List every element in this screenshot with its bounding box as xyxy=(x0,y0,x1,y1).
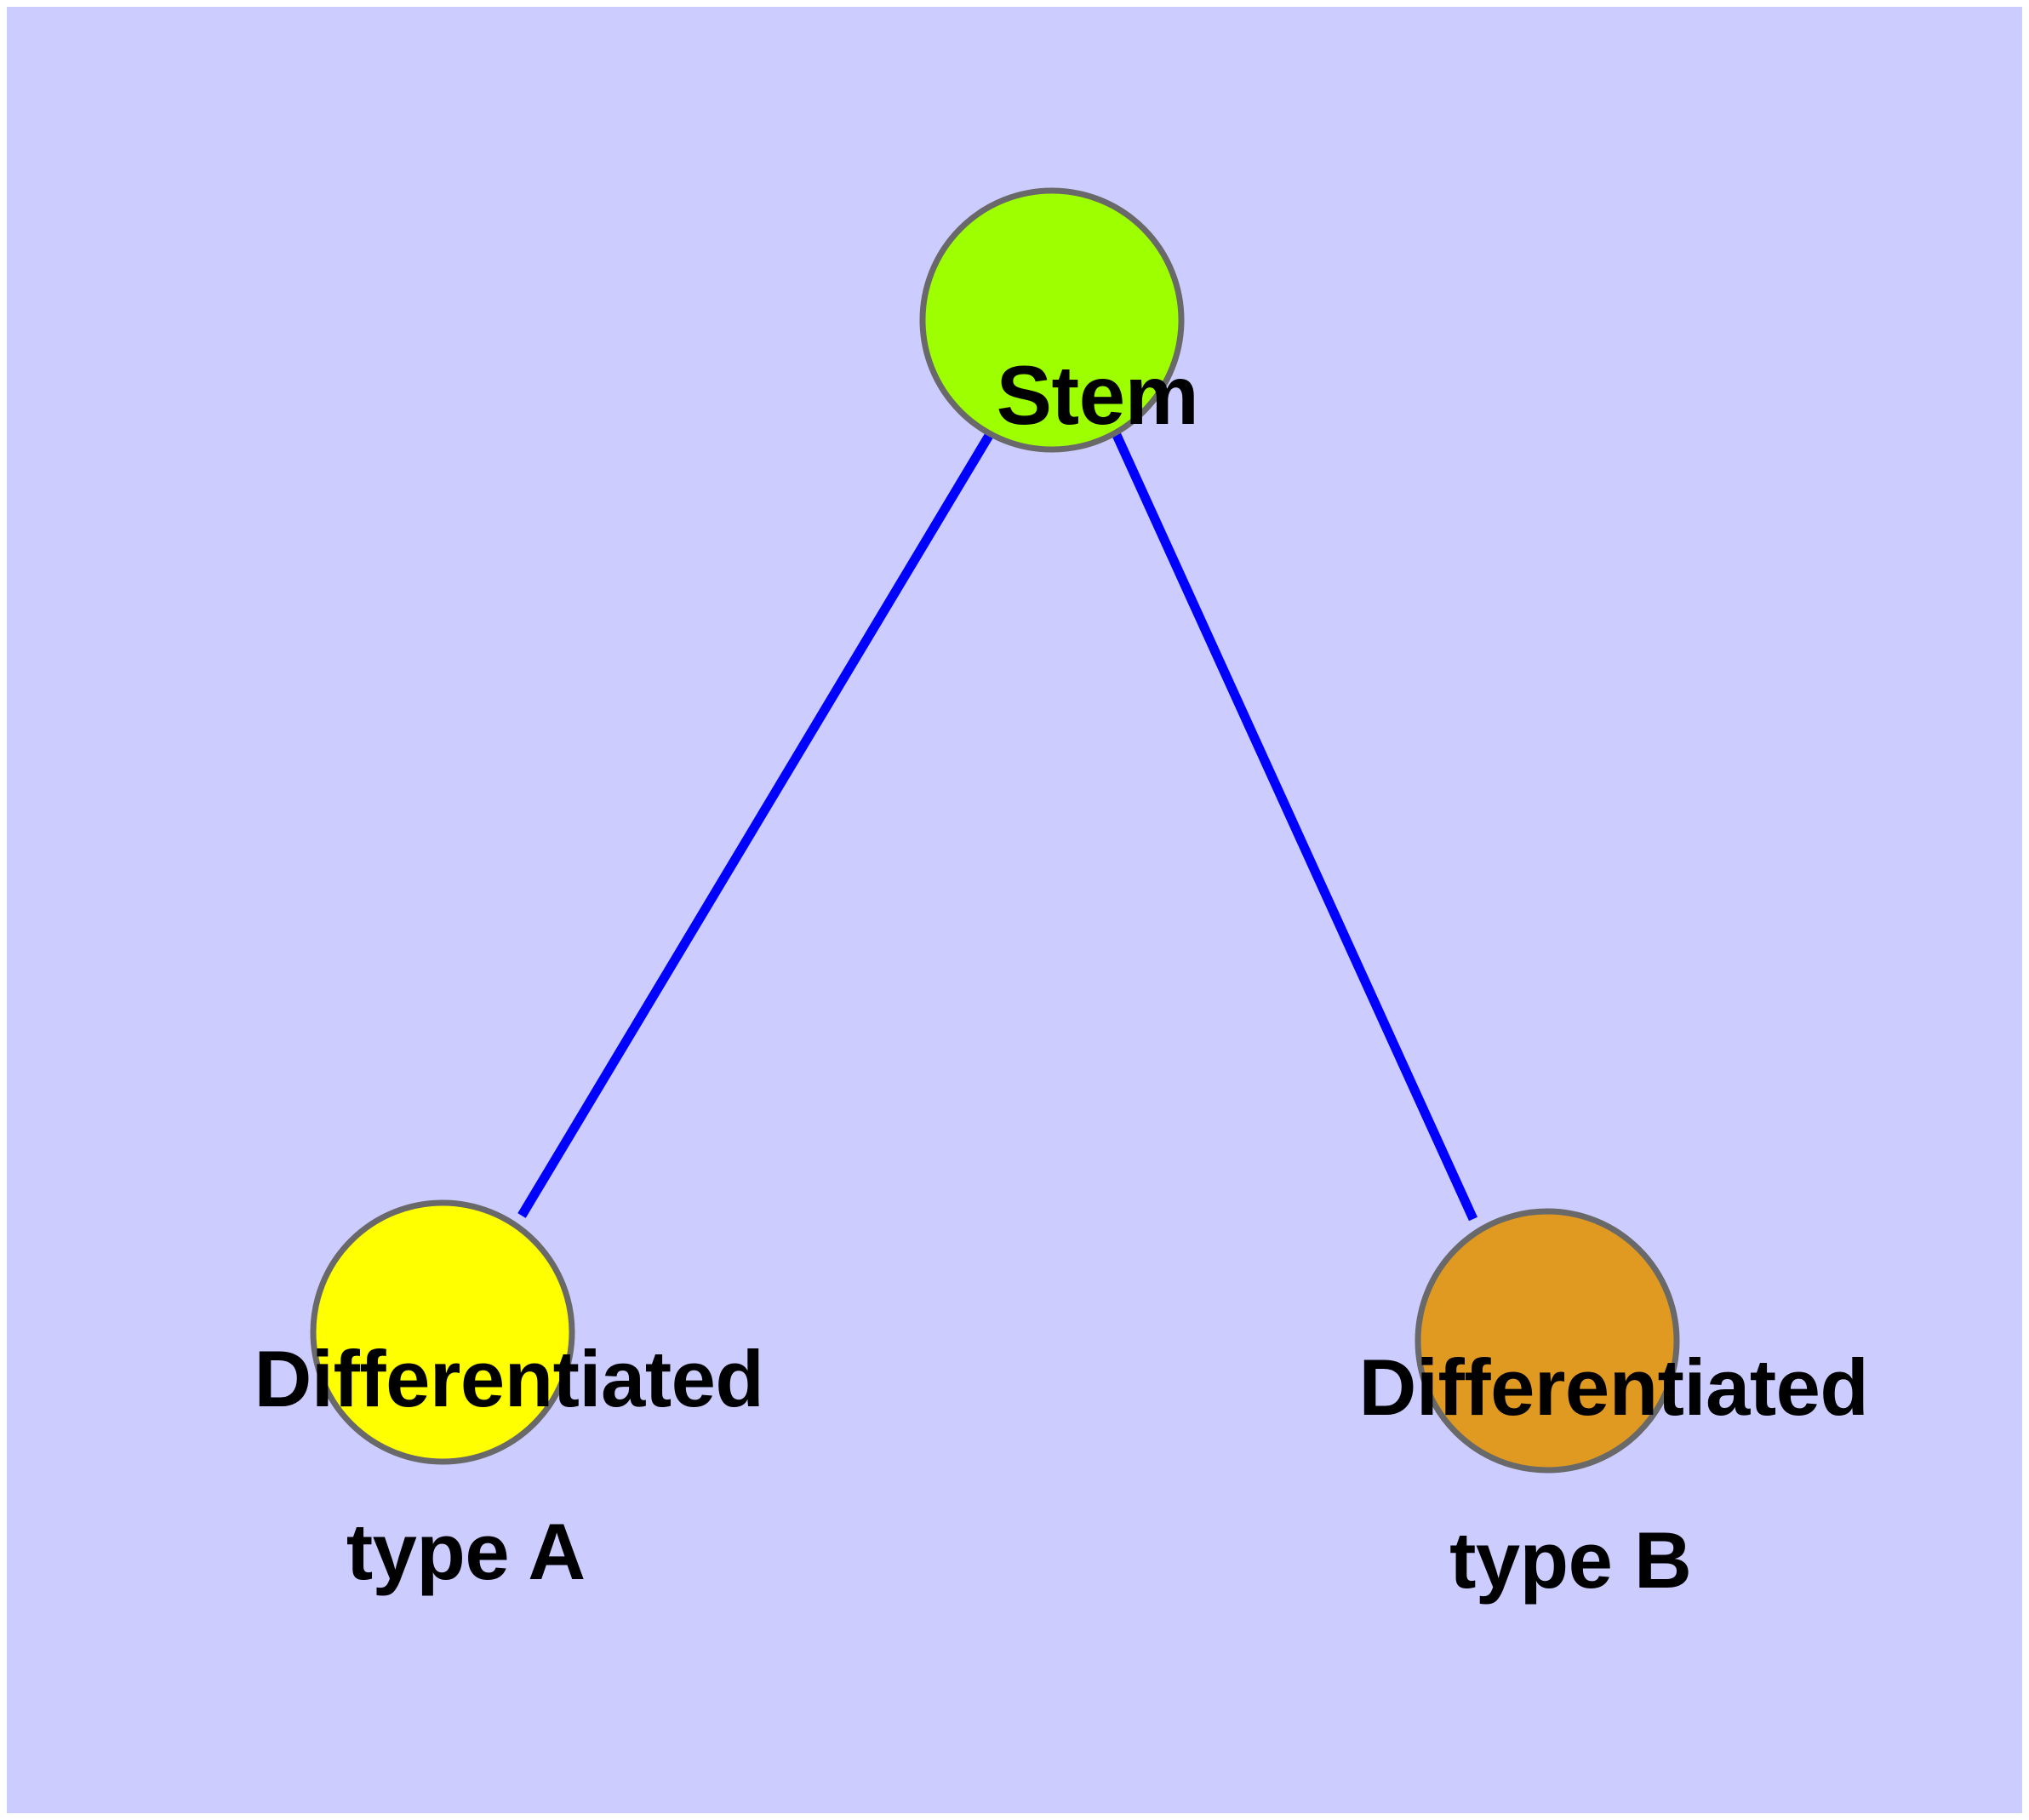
node-stem[interactable] xyxy=(919,187,1185,453)
node-layer xyxy=(310,187,1680,1474)
edge-stem-to-differentiated-type-b[interactable] xyxy=(1112,432,1478,1222)
edge-stem-to-differentiated-type-a[interactable] xyxy=(517,432,994,1218)
node-differentiated-type-b[interactable] xyxy=(1415,1208,1680,1474)
edge-layer xyxy=(517,432,1478,1222)
node-differentiated-type-a[interactable] xyxy=(310,1199,575,1465)
